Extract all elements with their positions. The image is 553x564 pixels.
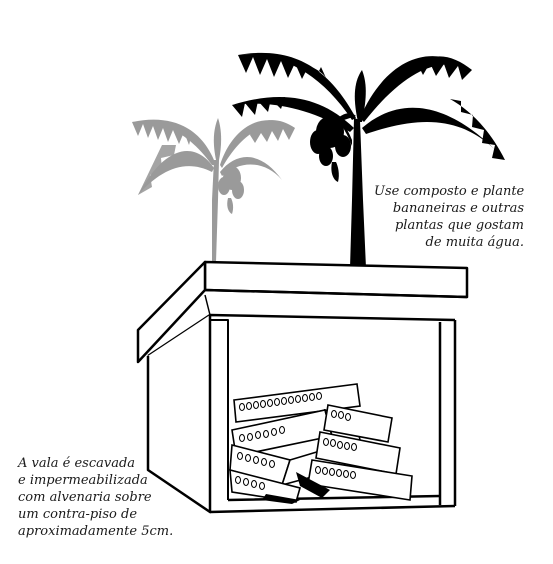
basin-left-wall <box>146 315 212 514</box>
banana-plant-icon <box>232 52 505 268</box>
brick-pile <box>229 383 413 504</box>
basin-floor <box>209 494 456 514</box>
caption-trench-line: com alvenaria sobre <box>18 490 152 505</box>
caption-trench-line: um contra-piso de <box>18 507 138 522</box>
brick-icon <box>323 404 393 443</box>
caption-plants-line: Use composto e plante <box>374 184 525 199</box>
basin-right-wall <box>438 320 457 505</box>
caption-trench: A vala é escavada e impermeabilizada com… <box>18 455 188 540</box>
caption-plants-line: bananeiras e outras <box>392 201 524 216</box>
caption-trench-line: A vala é escavada <box>18 456 136 471</box>
caption-plants-line: plantas que gostam <box>394 218 524 233</box>
banana-plant-back-icon <box>132 118 295 262</box>
caption-trench-line: e impermeabilizada <box>18 473 148 488</box>
basin-structure <box>136 260 469 514</box>
caption-plants: Use composto e plante bananeiras e outra… <box>374 183 524 251</box>
caption-trench-line: aproximadamente 5cm. <box>18 524 174 539</box>
caption-plants-line: de muita água. <box>425 235 524 250</box>
soil-slab-side-face <box>136 260 207 364</box>
brick-icon <box>307 459 413 501</box>
brick-icon <box>233 383 361 423</box>
